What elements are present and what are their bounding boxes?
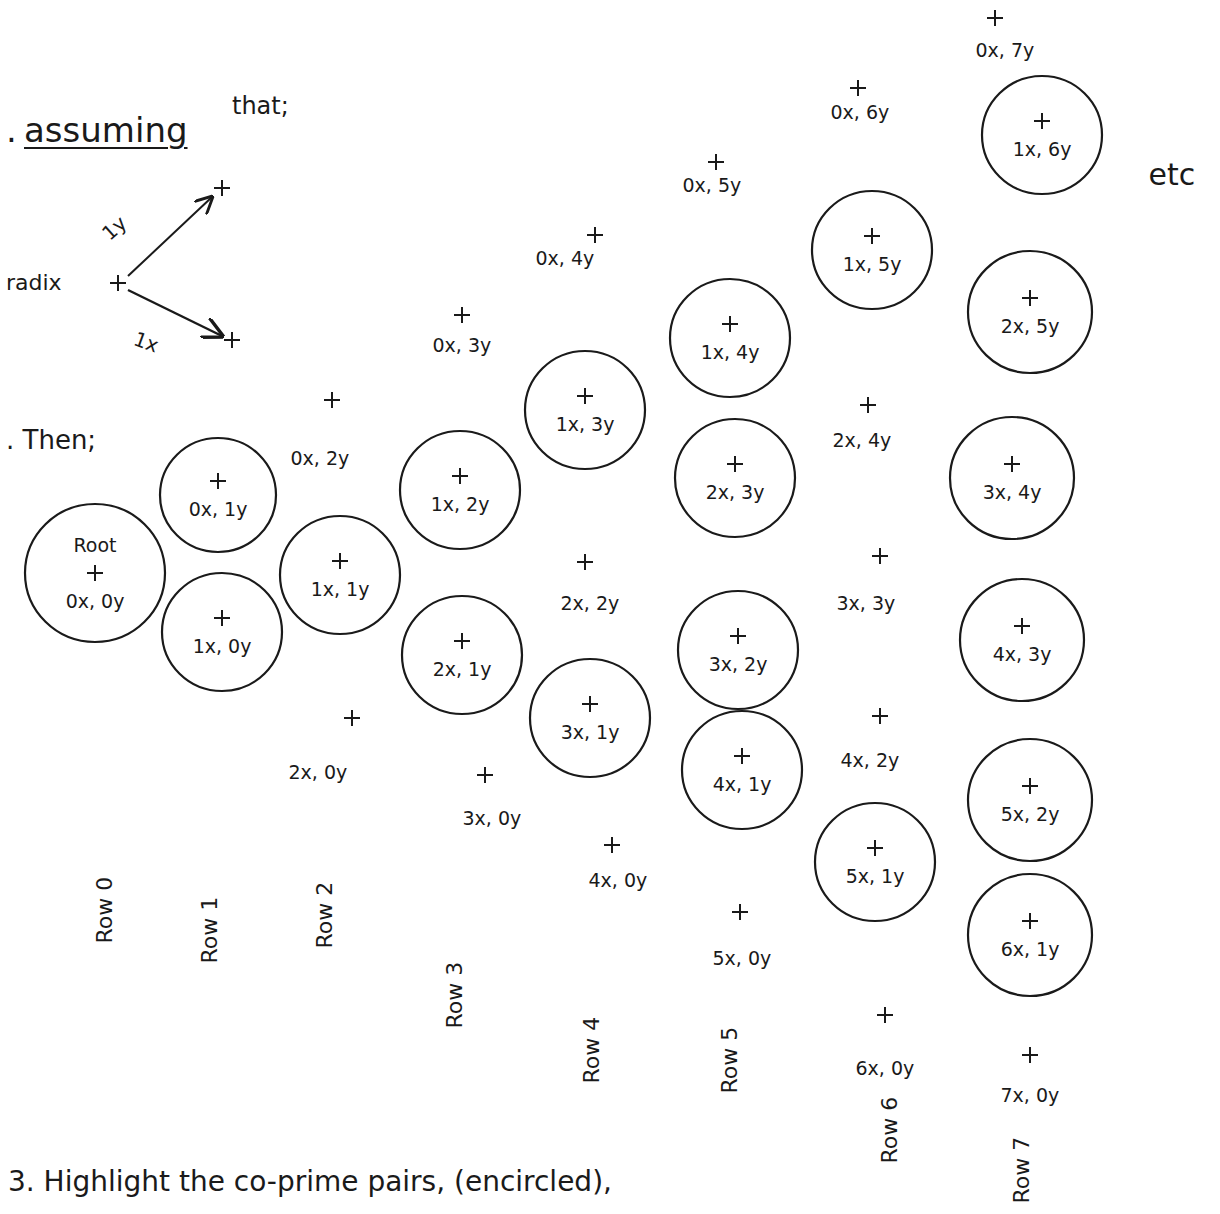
circle-outline [278,513,402,637]
coordinate-pair: 2x, 1y [433,657,492,681]
coordinate-pair: 0x, 0y [66,589,125,613]
circle-outline [948,414,1076,542]
row-label: Row 7 [1009,1137,1035,1204]
circle-outline [810,188,934,312]
note-text: radix [6,270,62,296]
row-label: Row 5 [717,1027,743,1094]
coordinate-pair: 2x, 0y [289,761,348,784]
coordinate-pair: 4x, 0y [589,869,648,892]
coprime-circle: 1x, 5y [810,188,934,312]
coprime-circle: 0x, 1y [158,435,278,555]
coordinate-pair: 3x, 2y [709,652,768,676]
coordinate-pair: 0x, 3y [433,334,492,357]
circle-outline [158,435,278,555]
circle-outline [23,501,167,645]
coordinate-pair: 2x, 5y [1001,314,1060,338]
coordinate-pair: 2x, 4y [833,429,892,452]
coordinate-pair: 4x, 1y [713,772,772,796]
row-label: Row 2 [312,882,338,949]
coordinate-pair: 2x, 3y [706,480,765,504]
coprime-circle: 1x, 0y [160,570,284,694]
coordinate-pair: 3x, 0y [463,807,522,830]
circle-outline [400,593,524,717]
coprime-circle: 1x, 6y [980,73,1104,197]
coordinate-pair: 3x, 4y [983,480,1042,504]
circle-outline [966,736,1094,864]
row-label: Row 0 [92,877,118,944]
coordinate-pair: 1x, 1y [311,577,370,601]
root-label: Root [73,533,116,557]
coordinate-pair: 3x, 3y [837,592,896,615]
coordinate-pair: 5x, 1y [846,864,905,888]
coprime-circle: 4x, 3y [958,576,1086,704]
circle-outline [958,576,1086,704]
coordinate-pair: 1x, 3y [556,412,615,436]
note-text: . Then; [6,425,96,456]
coordinate-pair: 0x, 7y [976,39,1035,62]
coordinate-pair: 3x, 1y [561,720,620,744]
row-label: Row 3 [442,962,468,1029]
coordinate-pair: 7x, 0y [1001,1084,1060,1107]
note-text: that; [232,92,289,121]
circle-outline [676,588,800,712]
coprime-circle: 4x, 1y [680,708,804,832]
coordinate-pair: 1x, 6y [1013,137,1072,161]
coprime-circle: 3x, 1y [528,656,652,780]
circle-outline [673,416,797,540]
coprime-circle: 2x, 1y [400,593,524,717]
circle-outline [528,656,652,780]
row-label: Row 4 [579,1017,605,1084]
coprime-circle: 2x, 5y [966,248,1094,376]
coprime-circle: 2x, 3y [673,416,797,540]
coprime-circle: 6x, 1y [966,871,1094,999]
coordinate-pair: 1x, 0y [193,634,252,658]
circle-outline [398,428,522,552]
coordinate-pair: 0x, 1y [189,497,248,521]
radix-arrows [110,180,240,348]
coordinate-pair: 5x, 0y [713,947,772,970]
coprime-circle: 3x, 2y [676,588,800,712]
coprime-circle: 1x, 1y [278,513,402,637]
coordinate-pair: 4x, 2y [841,749,900,772]
coprime-circle: 1x, 2y [398,428,522,552]
row-label: Row 1 [197,897,223,964]
note-text: etc [1149,157,1196,193]
circle-outline [523,348,647,472]
note-text: assuming [24,110,188,151]
coordinate-pair: 0x, 2y [291,447,350,470]
coprime-circle: 1x, 4y [668,276,792,400]
point-crosses [87,10,1050,1063]
circle-outline [980,73,1104,197]
note-text: . [6,110,17,151]
coordinate-pair: 1x, 5y [843,252,902,276]
note-text: 1x [130,327,161,358]
coordinate-pair: 2x, 2y [561,592,620,615]
coordinate-pair: 1x, 2y [431,492,490,516]
coordinate-pair: 0x, 5y [683,174,742,197]
coprime-circle: 1x, 3y [523,348,647,472]
coordinate-pair: 1x, 4y [701,340,760,364]
coordinate-pair: 0x, 6y [831,101,890,124]
circle-outline [813,800,937,924]
circle-outline [966,248,1094,376]
coordinate-pair: 0x, 4y [536,247,595,270]
coordinate-pair: 6x, 1y [1001,937,1060,961]
coordinate-pair: 4x, 3y [993,642,1052,666]
note-text: 3. Highlight the co-prime pairs, (encirc… [8,1165,612,1199]
coprime-circle: 3x, 4y [948,414,1076,542]
root-circle: Root 0x, 0y [23,501,167,645]
coprime-circle: 5x, 2y [966,736,1094,864]
coordinate-pair: 6x, 0y [856,1057,915,1080]
circle-outline [680,708,804,832]
note-text: 1y [97,211,131,245]
coprime-circle: 5x, 1y [813,800,937,924]
circle-outline [966,871,1094,999]
row-label: Row 6 [877,1097,903,1164]
circle-outline [160,570,284,694]
coordinate-pair: 5x, 2y [1001,802,1060,826]
circle-outline [668,276,792,400]
